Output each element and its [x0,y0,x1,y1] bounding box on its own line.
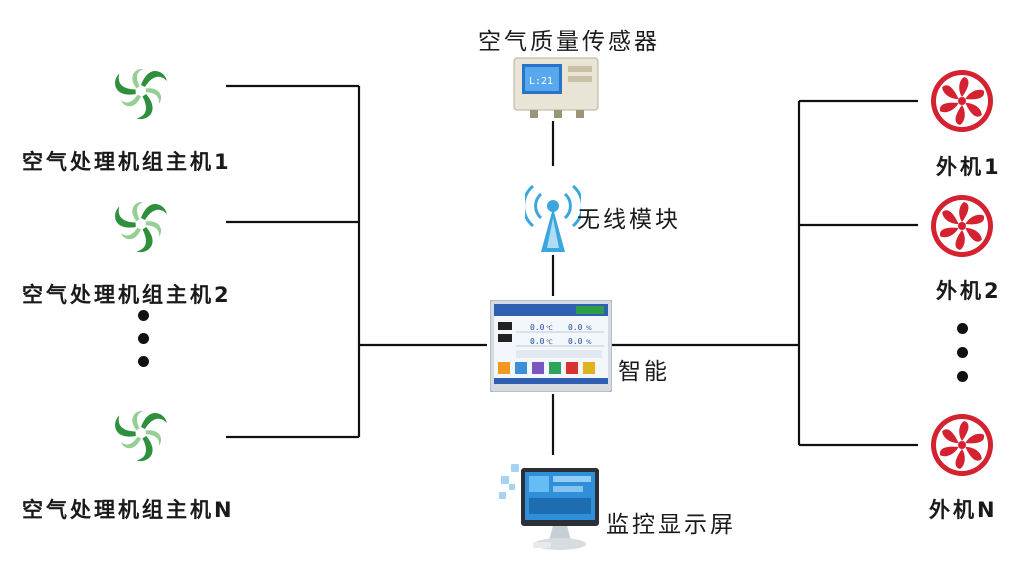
panel-unit-2: % [586,325,592,332]
green-swirl-fan-icon [115,201,167,253]
air-quality-sensor: L:21 [512,54,604,126]
computer-monitor-icon [499,464,599,550]
panel-value-4: 0.0 [568,337,583,346]
wireless-label: 无线模块 [577,207,681,233]
monitor-display [495,458,605,558]
outdoor-unit-1-label: 外机1 [936,155,1002,179]
ellipsis-dot [957,323,968,334]
panel-unit-4: % [586,339,592,346]
wireless-module [522,178,584,258]
sensor-label: 空气质量传感器 [478,29,660,55]
air-handler-1-label: 空气处理机组主机1 [22,150,232,174]
air-handler-1 [108,58,174,128]
air-handler-2 [108,191,174,261]
ellipsis-dot [138,310,149,321]
touch-panel-icon: 0.0 ℃ 0.0 % 0.0 ℃ 0.0 % [489,299,613,393]
panel-value-2: 0.0 [568,323,583,332]
outdoor-unit-2-label: 外机2 [936,279,1002,303]
ellipsis-dot [957,347,968,358]
outdoor-unit-n [929,412,995,482]
smart-controller: 0.0 ℃ 0.0 % 0.0 ℃ 0.0 % [489,299,613,393]
outdoor-unit-2 [929,193,995,263]
sensor-device-icon: L:21 [513,57,599,118]
sensor-readout: L:21 [529,76,553,87]
outdoor-unit-n-label: 外机N [929,498,998,522]
air-handler-n-label: 空气处理机组主机N [22,498,235,522]
red-fan-icon [931,195,993,257]
panel-unit-1: ℃ [546,325,553,332]
ellipsis-dot [957,371,968,382]
monitor-label: 监控显示屏 [606,512,736,538]
panel-value-3: 0.0 [530,337,545,346]
green-swirl-fan-icon [115,68,167,120]
red-fan-icon [931,70,993,132]
controller-label: 智能 [618,359,670,385]
panel-unit-3: ℃ [546,339,553,346]
outdoor-unit-1 [929,68,995,138]
ellipsis-dot [138,333,149,344]
green-swirl-fan-icon [115,410,167,462]
air-handler-n [108,400,174,470]
air-handler-2-label: 空气处理机组主机2 [22,283,232,307]
red-fan-icon [931,414,993,476]
panel-value-1: 0.0 [530,323,545,332]
ellipsis-dot [138,356,149,367]
antenna-tower-icon [522,184,584,252]
